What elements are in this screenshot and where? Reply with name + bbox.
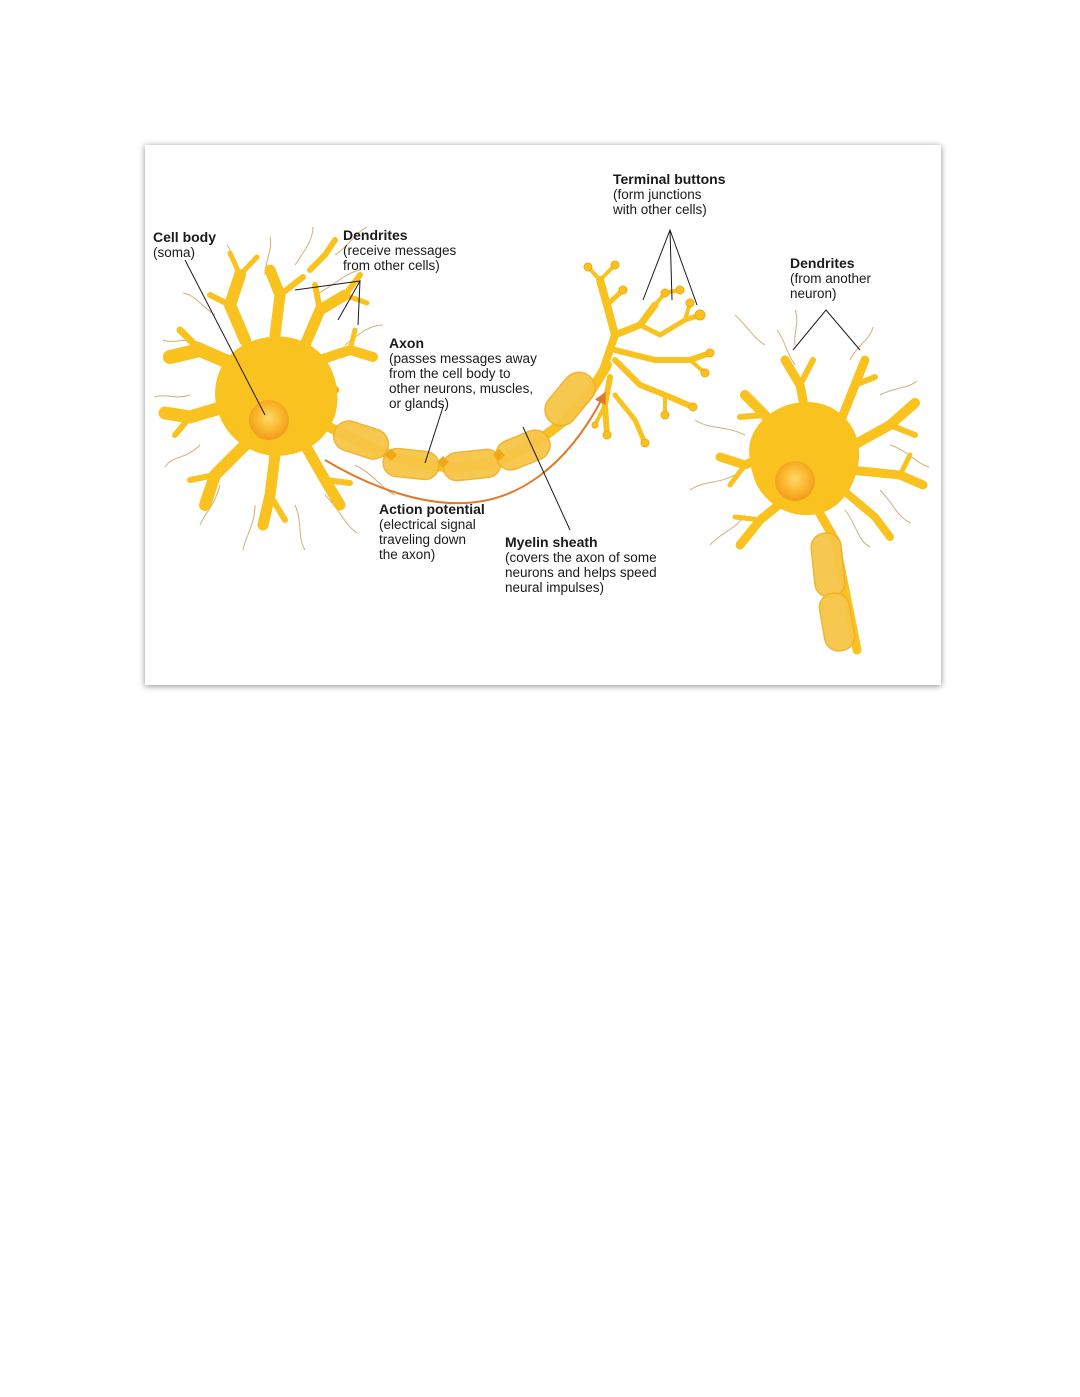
label-dendrites-other-desc-2: neuron)	[790, 286, 837, 301]
leader-lines	[184, 228, 861, 531]
label-axon-desc-4: or glands)	[389, 396, 450, 411]
label-terminal-buttons: Terminal buttons (form junctions with ot…	[613, 171, 726, 218]
label-action-potential-desc-3: the axon)	[379, 547, 436, 562]
leader-cell-body	[184, 259, 266, 416]
label-axon-desc-3: other neurons, muscles,	[389, 381, 534, 396]
label-action-potential: Action potential (electrical signal trav…	[379, 501, 485, 563]
leader-axon	[424, 406, 444, 464]
neuron-diagram	[154, 226, 930, 655]
right-neuron-nucleus	[775, 461, 815, 501]
label-action-potential-desc-1: (electrical signal	[379, 517, 476, 532]
leader-myelin	[522, 426, 571, 531]
label-myelin-sheath-title: Myelin sheath	[505, 534, 598, 550]
right-neuron-cell-body	[749, 401, 860, 516]
label-axon-title: Axon	[389, 335, 424, 351]
label-dendrites-other-title: Dendrites	[790, 255, 855, 271]
label-myelin-sheath-desc-2: neurons and helps speed	[505, 565, 657, 580]
myelin-sheath-segments	[332, 371, 596, 482]
label-axon-desc-1: (passes messages away	[389, 351, 537, 366]
label-myelin-sheath-desc-3: neural impulses)	[505, 580, 605, 595]
left-neuron-cell-body	[215, 336, 338, 456]
nodes-of-ranvier	[385, 449, 505, 468]
leader-dendrites-right	[792, 309, 861, 351]
label-dendrites-desc-1: (receive messages	[343, 243, 457, 258]
label-terminal-buttons-desc-1: (form junctions	[613, 187, 702, 202]
label-dendrites-desc-2: from other cells)	[343, 258, 440, 273]
action-potential-arrow	[324, 391, 606, 505]
label-dendrites: Dendrites (receive messages from other c…	[343, 227, 457, 274]
label-cell-body: Cell body (soma)	[153, 229, 217, 261]
label-dendrites-other-desc-1: (from another	[790, 271, 872, 286]
left-neuron-dendrites	[158, 237, 378, 531]
left-neuron-nucleus	[249, 400, 289, 440]
label-terminal-buttons-desc-2: with other cells)	[613, 202, 707, 217]
label-axon: Axon (passes messages away from the cell…	[389, 335, 537, 412]
neuron-diagram-figure: Cell body (soma) Dendrites (receive mess…	[145, 145, 941, 685]
fine-dendrites-right	[689, 309, 930, 548]
label-cell-body-desc-1: (soma)	[153, 245, 196, 260]
terminal-buttons-knobs	[583, 260, 715, 448]
right-neuron-axon	[810, 500, 862, 655]
label-action-potential-title: Action potential	[379, 501, 485, 517]
label-cell-body-title: Cell body	[153, 229, 217, 245]
label-myelin-sheath: Myelin sheath (covers the axon of some n…	[505, 534, 657, 596]
label-action-potential-desc-2: traveling down	[379, 532, 467, 547]
label-dendrites-title: Dendrites	[343, 227, 408, 243]
label-dendrites-other: Dendrites (from another neuron)	[790, 255, 872, 302]
label-terminal-buttons-title: Terminal buttons	[613, 171, 726, 187]
label-axon-desc-2: from the cell body to	[389, 366, 511, 381]
label-myelin-sheath-desc-1: (covers the axon of some	[505, 550, 657, 565]
